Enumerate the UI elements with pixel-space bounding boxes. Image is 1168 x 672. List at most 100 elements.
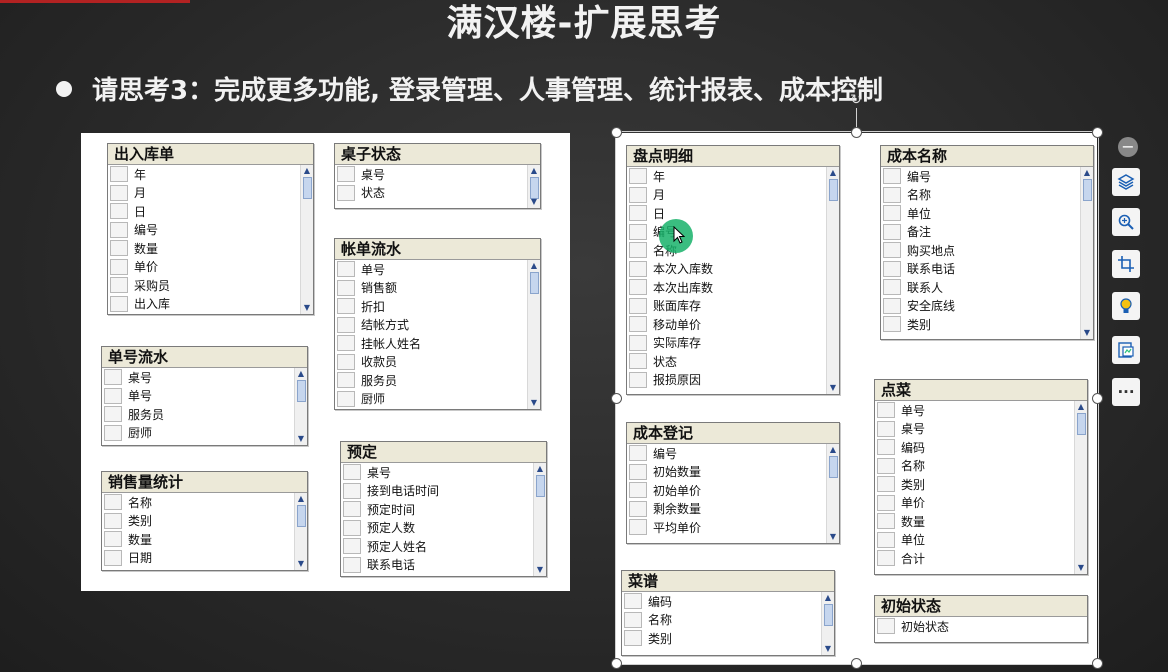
scroll-up-icon[interactable]: ▲ — [530, 261, 538, 270]
row-selector[interactable] — [110, 240, 128, 257]
field-row[interactable]: 单价 — [108, 258, 313, 277]
row-selector[interactable] — [104, 424, 122, 441]
row-selector[interactable] — [343, 519, 361, 536]
row-selector[interactable] — [877, 550, 895, 567]
row-selector[interactable] — [110, 184, 128, 201]
row-selector[interactable] — [883, 223, 901, 240]
field-row[interactable]: 账面库存 — [627, 297, 839, 316]
scrollbar[interactable]: ▲▼ — [294, 493, 307, 570]
row-selector[interactable] — [110, 221, 128, 238]
field-row[interactable]: 服务员 — [335, 371, 540, 390]
field-row[interactable]: 剩余数量 — [627, 500, 839, 519]
row-selector[interactable] — [110, 203, 128, 220]
row-selector[interactable] — [629, 445, 647, 462]
field-row[interactable]: 状态 — [627, 352, 839, 371]
field-list[interactable]: 名称类别数量日期▲▼ — [102, 493, 307, 570]
row-selector[interactable] — [883, 260, 901, 277]
field-row[interactable]: 预定人姓名 — [341, 537, 546, 556]
scrollbar[interactable]: ▲▼ — [527, 260, 540, 409]
row-selector[interactable] — [629, 223, 647, 240]
scroll-down-icon[interactable]: ▼ — [530, 398, 538, 407]
row-selector[interactable] — [104, 387, 122, 404]
alt-text-icon[interactable] — [1112, 336, 1140, 364]
scroll-down-icon[interactable]: ▼ — [829, 383, 837, 392]
row-selector[interactable] — [883, 168, 901, 185]
field-row[interactable]: 月 — [627, 186, 839, 205]
field-row[interactable]: 预定时间 — [341, 500, 546, 519]
field-row[interactable]: 桌号 — [875, 420, 1087, 439]
field-row[interactable]: 初始单价 — [627, 481, 839, 500]
resize-handle-ml[interactable] — [611, 393, 622, 404]
row-selector[interactable] — [883, 279, 901, 296]
field-row[interactable]: 接到电话时间 — [341, 482, 546, 501]
scrollbar[interactable]: ▲▼ — [826, 444, 839, 543]
field-row[interactable]: 年 — [108, 165, 313, 184]
scroll-thumb[interactable] — [829, 179, 838, 201]
row-selector[interactable] — [337, 298, 355, 315]
field-row[interactable]: 名称 — [622, 611, 834, 630]
field-row[interactable]: 桌号 — [102, 368, 307, 387]
row-selector[interactable] — [104, 369, 122, 386]
field-row[interactable]: 联系电话 — [881, 260, 1093, 279]
scroll-down-icon[interactable]: ▼ — [530, 197, 538, 206]
scrollbar[interactable]: ▲▼ — [300, 165, 313, 314]
field-row[interactable]: 数量 — [875, 512, 1087, 531]
row-selector[interactable] — [110, 277, 128, 294]
row-selector[interactable] — [337, 184, 355, 201]
row-selector[interactable] — [883, 316, 901, 333]
resize-handle-bl[interactable] — [611, 658, 622, 669]
row-selector[interactable] — [877, 476, 895, 493]
field-list[interactable]: 年月日编号数量单价采购员出入库▲▼ — [108, 165, 313, 314]
field-row[interactable]: 编号 — [881, 167, 1093, 186]
field-row[interactable]: 服务员 — [102, 405, 307, 424]
scroll-up-icon[interactable]: ▲ — [297, 369, 305, 378]
field-row[interactable]: 报损原因 — [627, 371, 839, 390]
scroll-up-icon[interactable]: ▲ — [530, 166, 538, 175]
scrollbar[interactable]: ▲▼ — [1080, 167, 1093, 339]
field-row[interactable]: 编码 — [875, 438, 1087, 457]
scroll-thumb[interactable] — [297, 505, 306, 527]
row-selector[interactable] — [343, 556, 361, 573]
field-row[interactable]: 日 — [627, 204, 839, 223]
row-selector[interactable] — [343, 482, 361, 499]
field-row[interactable]: 日 — [108, 202, 313, 221]
resize-handle-tl[interactable] — [611, 127, 622, 138]
scroll-thumb[interactable] — [530, 272, 539, 294]
row-selector[interactable] — [877, 618, 895, 635]
row-selector[interactable] — [877, 402, 895, 419]
row-selector[interactable] — [110, 258, 128, 275]
table-cszt[interactable]: 初始状态初始状态 — [874, 595, 1088, 643]
field-row[interactable]: 类别 — [881, 315, 1093, 334]
field-row[interactable]: 日期 — [102, 549, 307, 568]
scroll-up-icon[interactable]: ▲ — [824, 593, 832, 602]
scroll-down-icon[interactable]: ▼ — [303, 303, 311, 312]
scroll-down-icon[interactable]: ▼ — [1077, 563, 1085, 572]
resize-handle-br[interactable] — [1092, 658, 1103, 669]
row-selector[interactable] — [624, 611, 642, 628]
scroll-thumb[interactable] — [303, 177, 312, 199]
row-selector[interactable] — [883, 242, 901, 259]
row-selector[interactable] — [877, 513, 895, 530]
scroll-thumb[interactable] — [297, 380, 306, 402]
field-row[interactable]: 购买地点 — [881, 241, 1093, 260]
row-selector[interactable] — [629, 500, 647, 517]
field-list[interactable]: 编号名称单位备注购买地点联系电话联系人安全底线类别▲▼ — [881, 167, 1093, 339]
field-row[interactable]: 安全底线 — [881, 297, 1093, 316]
row-selector[interactable] — [624, 593, 642, 610]
field-row[interactable]: 编码 — [622, 592, 834, 611]
zoom-icon[interactable] — [1112, 208, 1140, 236]
row-selector[interactable] — [104, 512, 122, 529]
field-row[interactable]: 销售额 — [335, 279, 540, 298]
scroll-down-icon[interactable]: ▼ — [297, 559, 305, 568]
layers-icon[interactable] — [1112, 168, 1140, 196]
row-selector[interactable] — [104, 406, 122, 423]
field-row[interactable]: 出入库 — [108, 295, 313, 314]
field-row[interactable]: 编号 — [108, 221, 313, 240]
field-row[interactable]: 数量 — [102, 530, 307, 549]
row-selector[interactable] — [629, 297, 647, 314]
resize-handle-mr[interactable] — [1092, 393, 1103, 404]
row-selector[interactable] — [624, 630, 642, 647]
row-selector[interactable] — [337, 316, 355, 333]
field-row[interactable]: 挂帐人姓名 — [335, 334, 540, 353]
field-row[interactable]: 采购员 — [108, 276, 313, 295]
